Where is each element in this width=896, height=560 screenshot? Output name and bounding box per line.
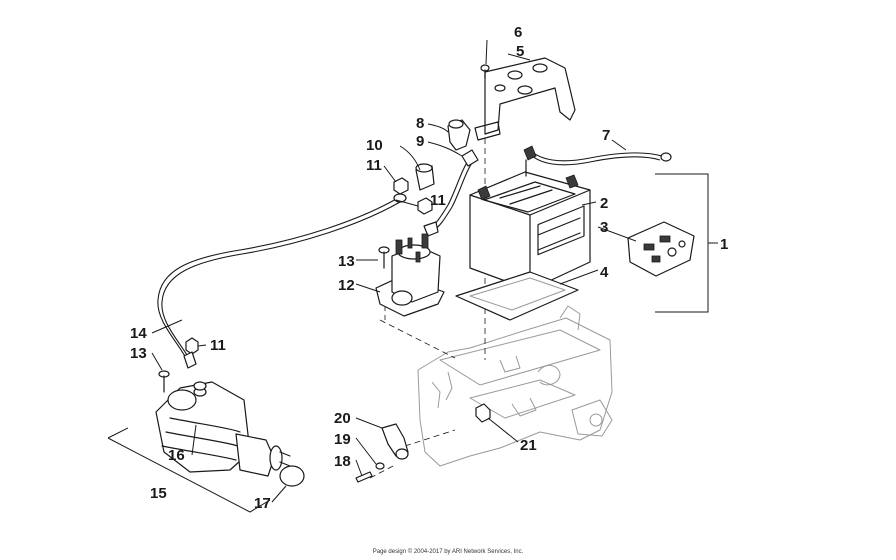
callout-13a: 13	[338, 253, 355, 270]
starter-solenoid	[375, 233, 445, 317]
callout-11b: 11	[430, 192, 446, 209]
callout-13b: 13	[130, 345, 147, 362]
callout-3: 3	[600, 219, 608, 236]
screw-13b	[158, 370, 170, 393]
callout-17: 17	[254, 495, 271, 512]
callout-7: 7	[602, 127, 610, 144]
screw-13a	[378, 246, 390, 269]
clamp-bracket-20	[381, 423, 409, 460]
callout-21: 21	[520, 437, 537, 454]
callout-12: 12	[338, 277, 355, 294]
callout-labels: 1 2 3 4 5 6 7 8 9 10 11 11 12 13 14 11 1…	[130, 24, 728, 512]
callout-15: 15	[150, 485, 167, 502]
leader-lines	[151, 39, 637, 503]
starter-motor	[155, 381, 291, 477]
nut-21	[475, 403, 491, 423]
callout-6: 6	[514, 24, 522, 41]
battery-pad	[455, 271, 579, 321]
callout-20: 20	[334, 410, 351, 427]
callout-11c: 11	[210, 337, 226, 354]
kit-bracket-1	[655, 173, 718, 313]
nut-11b	[417, 197, 433, 215]
nut-11c	[185, 337, 199, 355]
terminal-boot-10	[415, 163, 435, 191]
screw-6	[480, 64, 490, 79]
terminal-hardware-kit	[627, 221, 695, 277]
callout-11a: 11	[366, 157, 382, 174]
terminal-boot-8	[447, 119, 471, 151]
callout-4: 4	[600, 264, 609, 281]
negative-cable	[523, 145, 672, 177]
copyright-footer: Page design © 2004-2017 by ARI Network S…	[372, 549, 524, 555]
kit-bracket-15	[107, 427, 271, 513]
o-ring	[279, 465, 305, 487]
callout-9: 9	[416, 133, 424, 150]
callout-18: 18	[334, 453, 351, 470]
screw-18	[355, 471, 373, 483]
callout-10: 10	[366, 137, 383, 154]
spacer-19	[375, 462, 385, 470]
callout-5: 5	[516, 43, 524, 60]
callout-8: 8	[416, 115, 424, 132]
nut-11a	[393, 177, 409, 195]
starter-cable-9	[423, 149, 479, 237]
callout-2: 2	[600, 195, 608, 212]
battery-hold-down-bracket	[474, 57, 576, 141]
callout-16: 16	[168, 447, 185, 464]
callout-14: 14	[130, 325, 147, 342]
starter-cable-14	[157, 193, 407, 369]
callout-1: 1	[720, 236, 728, 253]
callout-19: 19	[334, 431, 351, 448]
frame-outline	[417, 305, 613, 467]
